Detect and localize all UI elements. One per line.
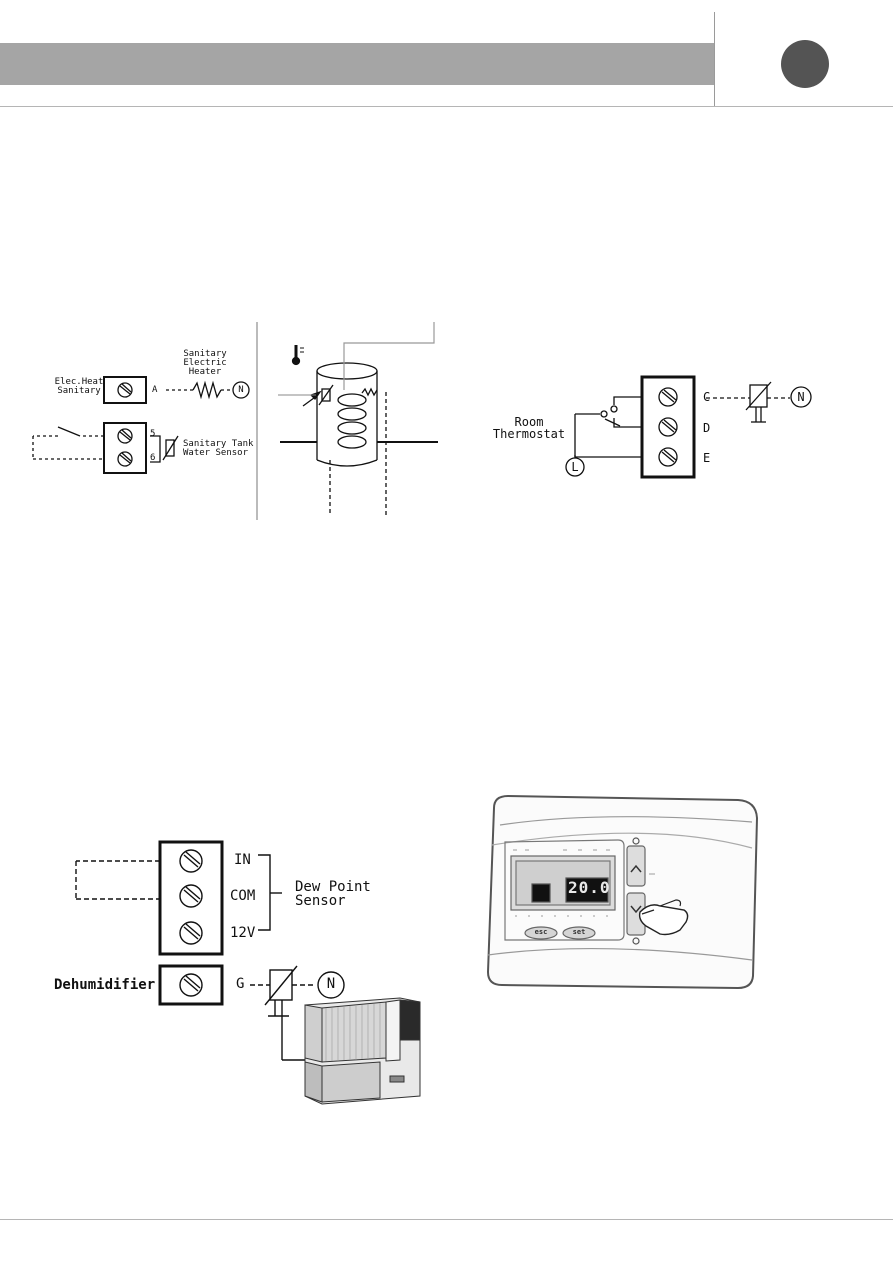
terminal-a-label: A [152,385,158,395]
terminal-in-label: IN [234,852,251,868]
dehumidifier-unit-image [304,997,421,1105]
terminal-6-label: 6 [150,453,156,463]
sensor-label: Sanitary Tank Water Sensor [183,439,254,458]
elec-heat-label: Elec.Heat Sanitary [54,377,104,396]
neutral-label: N [797,390,805,404]
neutral-label: N [326,976,336,992]
terminal-5-label: 5 [150,429,156,439]
terminal-e-label: E [703,451,711,465]
header-divider [714,12,715,106]
terminal-d-label: D [703,421,711,435]
controller-display-value: 20.0 [568,878,611,897]
terminal-com-label: COM [230,888,256,904]
terminal-g-label: G [236,976,245,992]
live-label: L [571,460,579,474]
neutral-label: N [238,385,244,395]
set-button-label: set [572,928,586,936]
terminal-12v-label: 12V [230,925,256,941]
esc-button-label: esc [534,928,548,936]
header-bar [0,43,714,85]
heater-label: Sanitary Electric Heater [183,349,227,377]
page-marker-circle [781,40,829,88]
room-thermostat-label: Room Thermostat [492,415,566,441]
header-rule [0,106,893,107]
terminal-c-label: C [703,390,711,404]
footer-rule [0,1219,893,1220]
dew-point-sensor-label: Dew Point Sensor [295,879,371,909]
dehumidifier-label: Dehumidifier [54,977,156,993]
